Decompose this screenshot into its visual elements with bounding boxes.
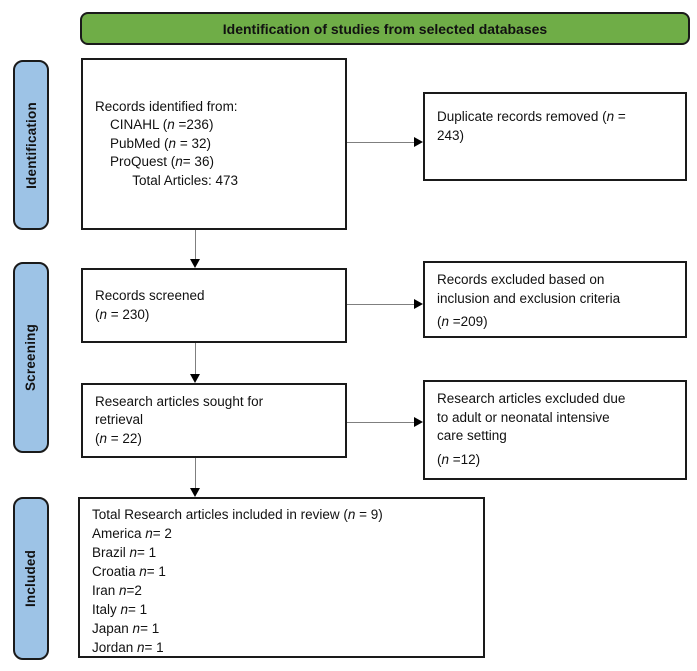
stage-label-included: Included (13, 497, 49, 660)
arrow-line-screened-to-excluded (347, 304, 415, 305)
box-duplicate-records-removed: Duplicate records removed (n = 243) (423, 92, 687, 181)
stage-label-identification: Identification (13, 60, 49, 230)
text-line: retrieval (95, 412, 144, 428)
box-total-included-in-review: Total Research articles included in revi… (78, 497, 485, 658)
arrow-line-sought-to-included (195, 458, 196, 489)
text-line: Japan n= 1 (92, 621, 160, 636)
arrowhead-right-icon (414, 299, 423, 309)
text-line: Research articles excluded due (437, 391, 626, 406)
text-line: to adult or neonatal intensive (437, 409, 610, 425)
text-line: care setting (437, 428, 507, 443)
text-line: Records excluded based on (437, 272, 605, 287)
text-line: Iran n=2 (92, 583, 142, 598)
text-line: inclusion and exclusion criteria (437, 290, 621, 306)
arrowhead-right-icon (414, 137, 423, 147)
box-records-identified: Records identified from: CINAHL (n =236)… (81, 58, 347, 230)
text-line: PubMed (n = 32) (95, 135, 211, 151)
arrow-line-screened-to-sought (195, 343, 196, 375)
text-line: (n =12) (437, 451, 481, 467)
text-line: Italy n= 1 (92, 602, 148, 617)
text-line: (n = 230) (95, 306, 150, 322)
text-line: Jordan n= 1 (92, 640, 164, 655)
arrowhead-right-icon (414, 417, 423, 427)
stage-label-screening: Screening (13, 262, 49, 453)
text-line: (n = 22) (95, 430, 142, 446)
text-line: ProQuest (n= 36) (95, 154, 214, 170)
box-research-articles-excluded: Research articles excluded due to adult o… (423, 380, 687, 480)
text-line: Records identified from: (95, 98, 238, 114)
text-line: Brazil n= 1 (92, 545, 157, 560)
text-line: Total Articles: 473 (95, 172, 239, 188)
arrowhead-down-icon (190, 488, 200, 497)
arrow-line-sought-to-excluded (347, 422, 415, 423)
text-line: Records screened (95, 288, 205, 303)
stage-label-included-text: Included (23, 549, 39, 608)
title-banner: Identification of studies from selected … (80, 12, 690, 45)
stage-label-screening-text: Screening (23, 323, 39, 392)
box-records-excluded: Records excluded based on inclusion and e… (423, 261, 687, 338)
arrowhead-down-icon (190, 374, 200, 383)
text-line: America n= 2 (92, 526, 172, 541)
text-line: Total Research articles included in revi… (92, 507, 383, 522)
arrowhead-down-icon (190, 259, 200, 268)
arrow-line-identified-to-duplicates (347, 142, 415, 143)
text-line: Croatia n= 1 (92, 564, 166, 579)
arrow-line-identified-to-screened (195, 230, 196, 260)
text-line: 243) (437, 127, 465, 143)
text-line: Research articles sought for (95, 393, 264, 409)
box-records-screened: Records screened (n = 230) (81, 268, 347, 343)
text-line: CINAHL (n =236) (95, 117, 214, 133)
text-line: Duplicate records removed (n = (437, 109, 626, 124)
title-banner-label: Identification of studies from selected … (222, 20, 548, 37)
text-line: (n =209) (437, 314, 488, 329)
box-research-articles-sought: Research articles sought for retrieval (n … (81, 383, 347, 458)
stage-label-identification-text: Identification (23, 101, 39, 189)
